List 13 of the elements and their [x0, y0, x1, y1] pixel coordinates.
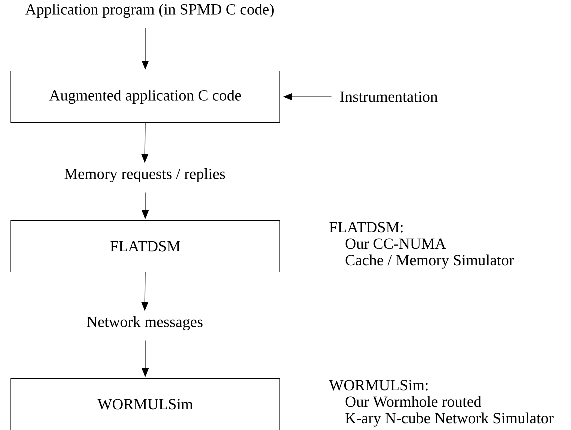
node-note: Our Wormhole routed — [346, 396, 482, 408]
node-note: WORMULSim: — [329, 380, 428, 391]
node-note: Our CC-NUMA — [346, 238, 446, 250]
node-note: K-ary N-cube Network Simulator — [346, 412, 554, 427]
flow-label: Application program (in SPMD C code) — [26, 4, 274, 18]
flow-label: Network messages — [87, 316, 203, 331]
flow-label: Memory requests / replies — [64, 168, 226, 183]
flow-label: Instrumentation — [340, 92, 438, 102]
process-box: FLATDSM — [10, 220, 280, 273]
process-box: Augmented application C code — [10, 70, 280, 124]
node-note: FLATDSM: — [330, 222, 403, 233]
process-box: WORMULSim — [10, 378, 280, 430]
node-note: Cache / Memory Simulator — [346, 254, 514, 269]
